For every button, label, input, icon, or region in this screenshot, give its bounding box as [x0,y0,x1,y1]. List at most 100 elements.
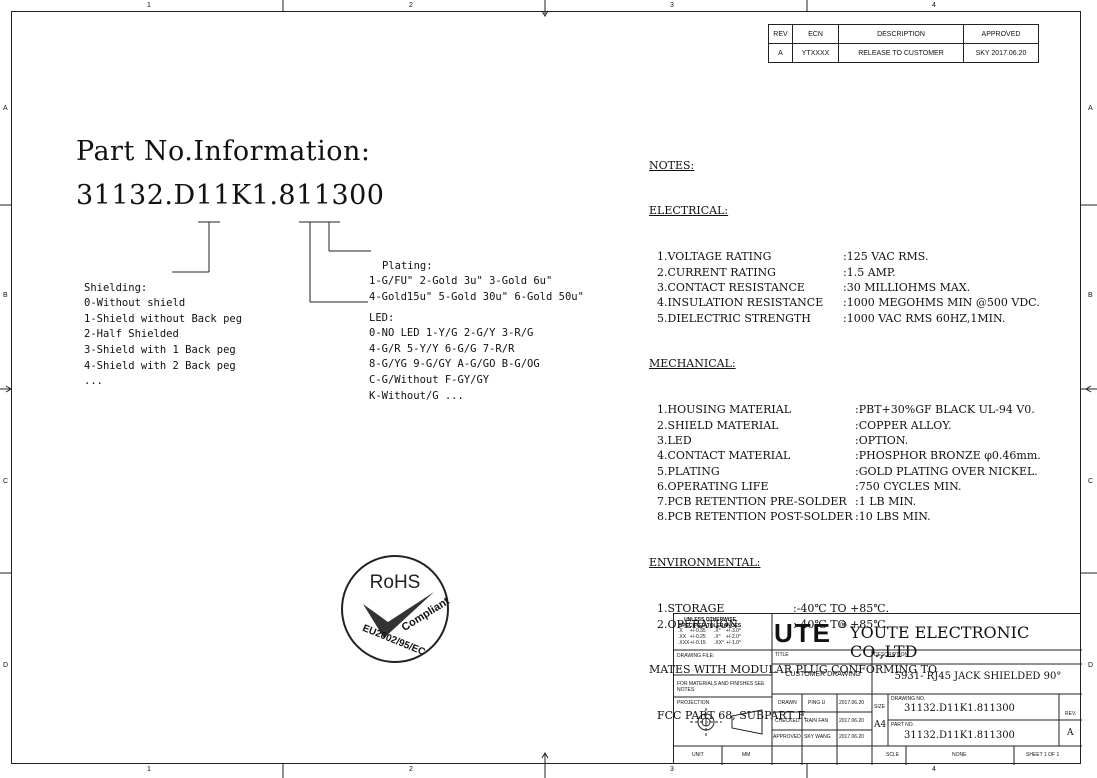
approved-value: SKY 2017.06.20 [963,43,1039,63]
rev-label: REV. [1065,711,1077,717]
ute-logo: UTE [774,620,832,646]
mechanical-value: :PBT+30%GF BLACK UL-94 V0. [855,403,1035,417]
tolerance-cell: +/-0.25 [690,634,706,640]
led-option: K-Without/G ... [369,389,464,402]
approved-date: 2017.06.20 [839,734,865,740]
shielding-option: 2-Half Shielded [84,328,179,341]
tolerance-table: .X+/-0.35.X°+/-3.0°.XX+/-0.25.X°+/-2.0°.… [678,628,750,646]
tolerance-cell: +/-0.35 [690,628,706,634]
size-label: SIZE [874,704,886,710]
mechanical-value: :10 LBS MIN. [855,510,931,524]
part-info-heading: Part No.Information: [76,136,371,167]
zone-left-b: B [3,292,8,299]
zone-bottom-1: 1 [147,766,151,773]
led-option: 0-NO LED 1-Y/G 2-G/Y 3-R/G [369,327,534,340]
drawing-frame [11,11,1081,764]
approved-label: APPROVED [773,734,801,740]
mates-line1: MATES WITH MODULAR PLUG CONFORMING TO [649,663,938,677]
electrical-value: :1.5 AMP. [843,265,896,279]
zone-top-4: 4 [932,2,936,9]
scale-label: SCLE [886,752,900,758]
tolerance-row: .XXX+/-0.15.XX°+/-1.0° [678,640,750,646]
mechanical-label: 2.SHIELD MATERIAL [657,418,779,432]
mechanical-row: 6.OPERATING LIFE:750 CYCLES MIN. [649,479,1041,494]
company-name: YOUTE ELECTRONIC CO.,LTD [850,623,1030,661]
projection-symbol-icon [690,708,763,736]
checked-label: CHECKED [775,718,800,724]
approved-by: SKY WANG [804,734,831,740]
electrical-value: :30 MILLIOHMS MAX. [843,280,971,294]
plating-option: 1-G/FU" 2-Gold 3u" 3-Gold 6u" [369,275,553,288]
shielding-title: Shielding: [84,281,148,294]
scale-value: NONE [952,752,967,758]
tolerance-cell: .XX [678,634,687,640]
rohs-stamp: RoHS Compliant EU2002/95/EC [341,555,452,663]
revision-table: REV ECN DESCRIPTION APPROVED A YTXXXX RE… [768,24,1039,63]
tolerance-title: UNLESS OTHERWISE SPECIFIED TOLERANCES [678,617,742,629]
zone-right-c: C [1088,478,1094,485]
led-option: 8-G/YG 9-G/GY A-G/GO B-G/OG [369,358,540,371]
shielding-option: 1-Shield without Back peg [84,312,243,325]
electrical-label: 4.INSULATION RESISTANCE [657,296,824,310]
zone-top-2: 2 [409,2,413,9]
mechanical-label: 4.CONTACT MATERIAL [657,449,791,463]
description-label: DESCRIPTION [874,652,909,658]
tolerance-cell: .X [678,628,683,634]
environmental-value: :-40℃ TO +85℃. [793,602,890,616]
mechanical-value: :1 LB MIN. [855,495,917,509]
plating-callout: Plating:1-G/FU" 2-Gold 3u" 3-Gold 6u"4-G… [369,243,584,321]
size-value: A4 [874,720,887,730]
title-block: UNLESS OTHERWISE SPECIFIED TOLERANCES .X… [673,613,1082,765]
unit-label: UNIT [692,752,704,758]
rev-value: A [768,43,793,63]
checked-date: 2017.06.20 [839,718,865,724]
description-value: 5931- RJ45 JACK SHIELDED 90° [894,671,1062,682]
plating-option: 4-Gold15u" 5-Gold 30u" 6-Gold 50u" [369,290,584,303]
notes-title: NOTES: [649,158,695,172]
checked-by: RAIN FAN [805,718,829,724]
unit-value: MM [742,752,751,758]
electrical-label: 5.DIELECTRIC STRENGTH [657,311,811,325]
tolerance-cell: .X° [714,634,721,640]
mechanical-row: 7.PCB RETENTION PRE-SOLDER:1 LB MIN. [649,494,1041,509]
mechanical-row: 3.LED:OPTION. [649,433,1041,448]
mates-line2: FCC PART 68, SUBPART F. [657,709,807,723]
mechanical-label: 1.HOUSING MATERIAL [657,403,792,417]
electrical-label: 1.VOLTAGE RATING [657,250,772,264]
drawing-no: 31132.D11K1.811300 [904,703,1015,714]
drawing-file-label: DRAWING FILE: [677,653,715,659]
mechanical-label: 5.PLATING [657,464,720,478]
mechanical-list: 1.HOUSING MATERIAL :PBT+30%GF BLACK UL-94… [649,402,1041,524]
environmental-title: ENVIRONMENTAL: [649,556,761,570]
sheet-number: SHEET 1 OF 1 [1026,752,1060,758]
zone-right-a: A [1088,105,1093,112]
part-no: 31132.D11K1.811300 [904,730,1015,741]
tolerance-cell: .XXX [678,640,690,646]
zone-top-3: 3 [670,2,674,9]
environmental-label: 2.OPERATION [657,617,738,631]
electrical-label: 2.CURRENT RATING [657,265,776,279]
mechanical-value: :PHOSPHOR BRONZE φ0.46mm. [855,449,1041,463]
led-option: 4-G/R 5-Y/Y 6-G/G 7-R/R [369,342,515,355]
electrical-row: 3.CONTACT RESISTANCE:30 MILLIOHMS MAX. [649,280,1041,295]
mechanical-row: 4.CONTACT MATERIAL :PHOSPHOR BRONZE φ0.46… [649,448,1041,463]
led-option: C-G/Without F-GY/GY [369,373,490,386]
tolerance-cell: .X° [714,628,721,634]
shielding-option: ... [84,375,103,388]
zone-right-b: B [1088,292,1093,299]
electrical-value: :1000 VAC RMS 60HZ,1MIN. [843,311,1006,325]
drawing-no-label: DRAWING NO. [891,696,926,702]
mechanical-label: 8.PCB RETENTION POST-SOLDER [657,510,853,524]
environmental-label: 1.STORAGE [657,602,725,616]
title-value: CUSTOMER DRAWING [785,671,861,678]
materials-note: FOR MATERIALS AND FINISHES SEE NOTES [677,681,765,693]
rev-value-tb: A [1067,728,1074,738]
tolerance-cell: +/-0.15 [690,640,706,646]
notes-section: NOTES: ELECTRICAL: 1.VOLTAGE RATING:125 … [649,127,1041,739]
electrical-value: :125 VAC RMS. [843,250,929,264]
zone-bottom-4: 4 [932,766,936,773]
zone-top-1: 1 [147,2,151,9]
